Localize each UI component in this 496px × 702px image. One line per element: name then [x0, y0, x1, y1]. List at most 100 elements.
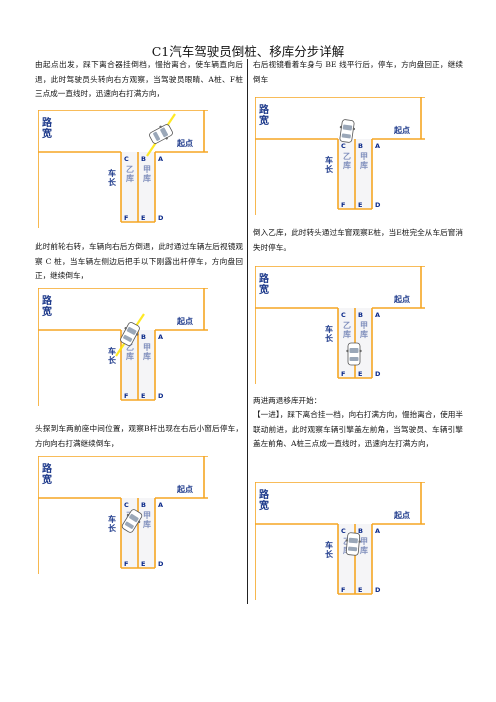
car-icon	[149, 124, 173, 144]
car-rear-window	[347, 546, 358, 552]
car-length-label: 长	[108, 523, 117, 533]
car-length-label: 车	[108, 168, 116, 178]
step-paragraph-2: 此时前轮右转，车辆向右后方倒退，此时通过车辆左后视镜观察 C 桩，当车辆左侧边后…	[35, 242, 243, 281]
car-body	[120, 322, 140, 346]
car-windshield	[349, 348, 359, 353]
car-icon	[339, 119, 356, 143]
car-rear-window	[341, 133, 351, 139]
road-width-label: 路	[42, 116, 53, 129]
car-length-label: 长	[108, 177, 117, 187]
road-width-label: 宽	[258, 283, 269, 296]
car-body	[345, 532, 361, 556]
start-label: 起点	[393, 294, 410, 304]
road-width-label: 宽	[41, 473, 52, 486]
car-body	[339, 119, 355, 143]
peg-label-top: C	[341, 142, 346, 150]
peg-label-top: A	[375, 142, 380, 150]
lot-jia-label: 甲	[360, 321, 368, 330]
car-mirror	[124, 327, 127, 330]
car-body	[149, 124, 173, 144]
car-length-label: 车	[325, 324, 333, 334]
step-paragraph-4: 右后视镜看着车身与 BE 线平行后，停车，方向盘回正，继续倒车	[253, 60, 463, 84]
step-paragraph-5: 倒入乙库，此时转头通过车窗观察E桩，当E桩完全从车后窗消失时停车。	[253, 228, 463, 252]
car-body	[347, 342, 361, 366]
car-mirror	[352, 127, 356, 131]
car-mirror	[126, 513, 130, 517]
peg-label-top: B	[141, 333, 146, 341]
car-length-label: 长	[325, 164, 334, 174]
car-windshield	[348, 537, 358, 544]
lot-yi-label: 乙	[343, 152, 351, 161]
peg-label-top: A	[158, 501, 163, 509]
lot-yi-label: 乙	[126, 165, 134, 174]
road-width-label: 宽	[258, 114, 269, 127]
car-mirror	[358, 540, 361, 543]
peg-label-bottom: F	[124, 560, 128, 568]
car-icon	[346, 342, 362, 366]
lot-jia-label: 甲	[143, 511, 151, 520]
peg-label-top: C	[124, 155, 129, 163]
lot-jia-label: 库	[143, 173, 151, 183]
road-width-label: 宽	[41, 305, 52, 318]
peg-label-bottom: E	[358, 370, 362, 378]
car-length-label: 车	[325, 155, 333, 165]
peg-label-bottom: D	[375, 370, 381, 378]
start-label: 起点	[393, 510, 410, 520]
peg-label-bottom: E	[141, 392, 145, 400]
peg-label-bottom: E	[141, 214, 145, 222]
peg-label-bottom: F	[124, 392, 128, 400]
car-length-label: 车	[108, 346, 116, 356]
lot-jia-label: 甲	[360, 152, 368, 161]
car-mirror	[135, 333, 139, 336]
peg-label-bottom: D	[375, 586, 381, 594]
peg-label-bottom: D	[158, 560, 164, 568]
peg-label-bottom: E	[358, 201, 362, 209]
peg-label-top: A	[158, 155, 163, 163]
lot-jia-label: 库	[143, 351, 151, 361]
car-mirror	[165, 137, 168, 140]
peg-label-top: B	[358, 142, 363, 150]
car-rear-window	[153, 131, 161, 141]
car-mirror	[137, 520, 141, 524]
peg-label-top: B	[141, 501, 146, 509]
peg-label-top: A	[158, 333, 163, 341]
lot-jia-label: 库	[360, 329, 368, 339]
start-label: 起点	[393, 125, 410, 135]
road-width-label: 路	[42, 462, 53, 475]
car-body	[121, 509, 143, 533]
car-icon	[121, 509, 143, 533]
car-rear-window	[124, 521, 134, 529]
peg-label-top: A	[375, 527, 380, 535]
car-length-label: 车	[108, 514, 116, 524]
road-width-label: 路	[42, 294, 53, 307]
peg-label-top: B	[141, 155, 146, 163]
car-windshield	[126, 326, 137, 335]
peg-label-bottom: F	[341, 370, 345, 378]
car-mirror	[345, 539, 348, 542]
road-width-label: 路	[259, 103, 270, 116]
peg-label-top: C	[124, 501, 129, 509]
peg-label-bottom: F	[341, 201, 345, 209]
car-windshield	[160, 127, 169, 138]
lot-jia-label: 库	[143, 519, 151, 529]
peg-label-bottom: E	[358, 586, 362, 594]
lot-yi-label: 乙	[126, 343, 134, 352]
step-paragraph-6: 两进两退移库开始：	[253, 396, 322, 405]
car-icon	[120, 322, 140, 346]
car-mirror	[159, 125, 162, 129]
lot-jia-label: 库	[360, 160, 368, 170]
lot-jia-label: 甲	[143, 165, 151, 174]
car-rear-window	[349, 357, 359, 361]
peg-label-bottom: F	[124, 214, 128, 222]
car-length-label: 长	[325, 549, 334, 559]
peg-label-top: B	[358, 311, 363, 319]
car-length-label: 长	[108, 355, 117, 365]
car-mirror	[359, 349, 362, 353]
